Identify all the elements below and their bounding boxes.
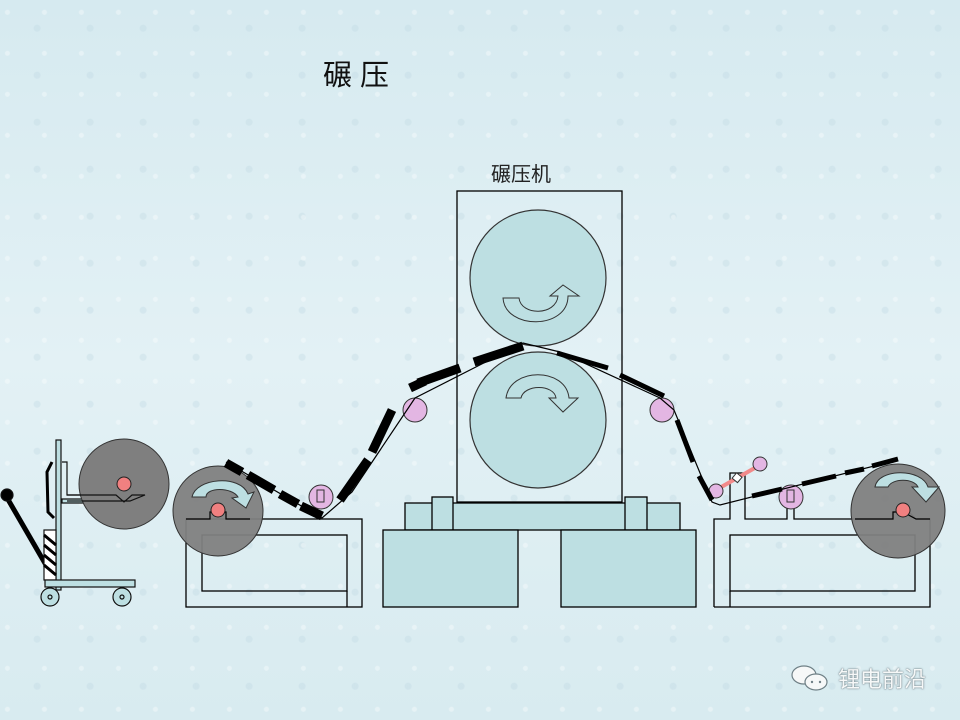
- rotation-arrow-icon: [191, 480, 255, 509]
- counterclockwise-arrow-icon: [502, 284, 581, 323]
- tension-dancer: [708, 456, 768, 499]
- wechat-icon: [791, 665, 828, 691]
- watermark-text: 锂电前沿: [838, 668, 927, 693]
- unwind-frame: [185, 518, 363, 608]
- watermark: 锂电前沿: [790, 662, 926, 694]
- guide-rollers: [308, 397, 804, 510]
- slide-title: 碾压: [323, 58, 398, 92]
- unwind-reel: [172, 465, 264, 557]
- calender-upper-roll: [469, 209, 607, 347]
- cart-reel: [67, 438, 170, 530]
- calender-machine-label: 碾压机: [491, 162, 551, 186]
- calender-lower-roll: [469, 351, 607, 489]
- rotation-arrow-icon: [874, 472, 941, 503]
- electrode-web: [223, 341, 899, 521]
- calender-machine: [382, 190, 697, 608]
- clockwise-arrow-icon: [505, 374, 580, 413]
- rewind-reel: [850, 463, 946, 559]
